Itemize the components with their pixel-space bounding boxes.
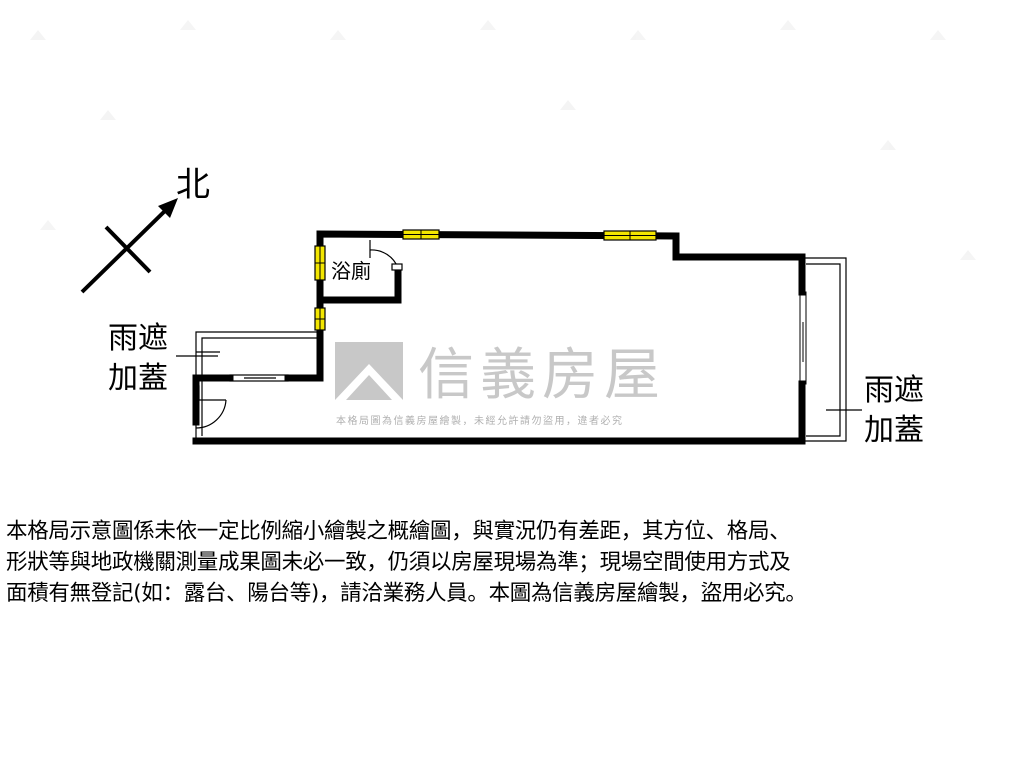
window-top-left [402,229,440,240]
watermark-notice: 本格局圖為信義房屋繪製，未經允許請勿盜用，違者必究 [336,414,624,427]
window-bathroom-west [314,245,326,281]
north-label: 北 [176,165,210,205]
left-canopy-label-line1: 雨遮 [108,321,168,356]
main-walls [192,230,806,445]
left-canopy-outline [195,331,320,440]
background-watermark-pattern [30,20,976,260]
floor-plan: 北 信義房屋 本格局圖為信義房屋繪製，未經允許請勿盜用，違者必究 [30,20,976,448]
right-canopy-label-line2: 加蓋 [864,413,924,448]
window-west-lower [314,307,326,331]
canopy-sliding-door [229,374,289,382]
disclaimer-line: 形狀等與地政機關測量成果圖未必一致，仍須以房屋現場為準；現場空間使用方式及 [6,550,791,575]
disclaimer-text: 本格局示意圖係未依一定比例縮小繪製之概繪圖，與實況仍有差距，其方位、格局、 形狀… [6,516,1020,609]
left-canopy-label-line2: 加蓋 [108,361,168,396]
window-top-right [603,230,657,241]
right-canopy-outline [802,257,847,442]
entrance-door-icon [193,385,227,429]
bathroom-label: 浴廁 [331,259,371,283]
sinyi-logo-icon [335,342,403,400]
watermark-brand: 信義房屋 [418,343,666,408]
disclaimer-line: 本格局示意圖係未依一定比例縮小繪製之概繪圖，與實況仍有差距，其方位、格局、 [6,519,791,544]
right-sliding-door [799,291,807,385]
north-arrow-icon [80,198,178,294]
disclaimer-line: 面積有無登記(如：露台、陽台等)，請洽業務人員。本圖為信義房屋繪製，盜用必究。 [6,581,807,606]
bathroom-door-icon [369,240,403,271]
right-canopy-label-line1: 雨遮 [864,373,924,408]
